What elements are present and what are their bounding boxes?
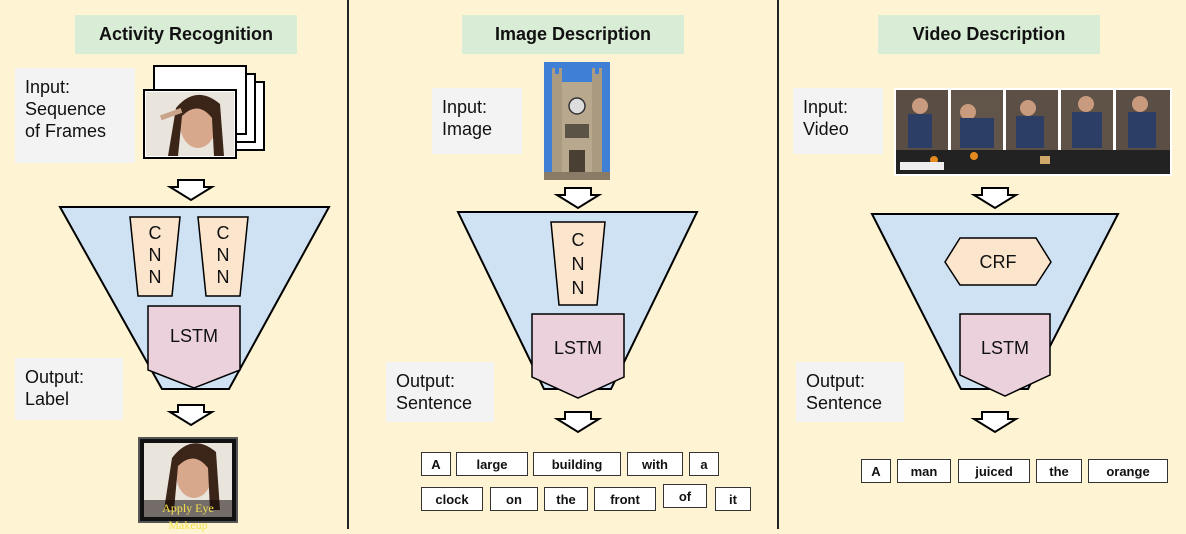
word-token: man [897, 459, 951, 483]
input-label-image: Input: Image [432, 88, 522, 154]
cnn-label-2: C N N [216, 223, 230, 287]
input-image-building [544, 62, 610, 180]
cnn-label-image: C N N [571, 230, 585, 298]
output-label-image: Output: Sentence [386, 362, 494, 422]
panel-divider-right [777, 0, 779, 529]
lstm-label-image: LSTM [553, 338, 602, 358]
lstm-label-video: LSTM [980, 338, 1029, 358]
input-frame-stack [143, 65, 265, 159]
word-token: the [544, 487, 588, 511]
input-label-video: Input: Video [793, 88, 883, 154]
arrow-down-icon [970, 411, 1020, 434]
funnel-shape [870, 213, 1120, 390]
word-token: clock [421, 487, 483, 511]
panel-title-image-description: Image Description [462, 15, 684, 54]
panel-title-activity-recognition: Activity Recognition [75, 15, 297, 54]
word-token: it [715, 487, 751, 511]
word-token: building [533, 452, 621, 476]
word-token: with [627, 452, 683, 476]
word-token: A [421, 452, 451, 476]
lstm-block [531, 313, 625, 399]
crf-label: CRF [979, 252, 1017, 272]
word-token: front [594, 487, 656, 511]
lstm-block [147, 305, 241, 389]
word-token: A [861, 459, 891, 483]
funnel-shape [58, 206, 331, 390]
word-token: orange [1088, 459, 1168, 483]
output-label-activity: Output: Label [15, 358, 123, 420]
word-token: the [1036, 459, 1082, 483]
word-token: large [456, 452, 528, 476]
word-token: of [663, 484, 707, 508]
input-video-frames [894, 88, 1172, 176]
arrow-down-icon [970, 187, 1020, 210]
cnn-block [550, 221, 606, 306]
result-thumbnail [138, 437, 238, 523]
word-token: juiced [958, 459, 1030, 483]
arrow-down-icon [166, 179, 216, 202]
lstm-block [959, 313, 1051, 397]
arrow-down-icon [166, 404, 216, 427]
input-label-activity: Input: Sequence of Frames [15, 68, 135, 163]
output-label-video: Output: Sentence [796, 362, 904, 422]
arrow-down-icon [553, 187, 603, 210]
lstm-label-activity: LSTM [169, 326, 218, 346]
cnn-block-2 [197, 216, 249, 297]
word-token: a [689, 452, 719, 476]
crf-block [944, 237, 1052, 286]
panel-title-video-description: Video Description [878, 15, 1100, 54]
cnn-label-1: C N N [148, 223, 162, 287]
word-token: on [490, 487, 538, 511]
panel-divider-left [347, 0, 349, 529]
cnn-block-1 [129, 216, 181, 297]
arrow-down-icon [553, 411, 603, 434]
